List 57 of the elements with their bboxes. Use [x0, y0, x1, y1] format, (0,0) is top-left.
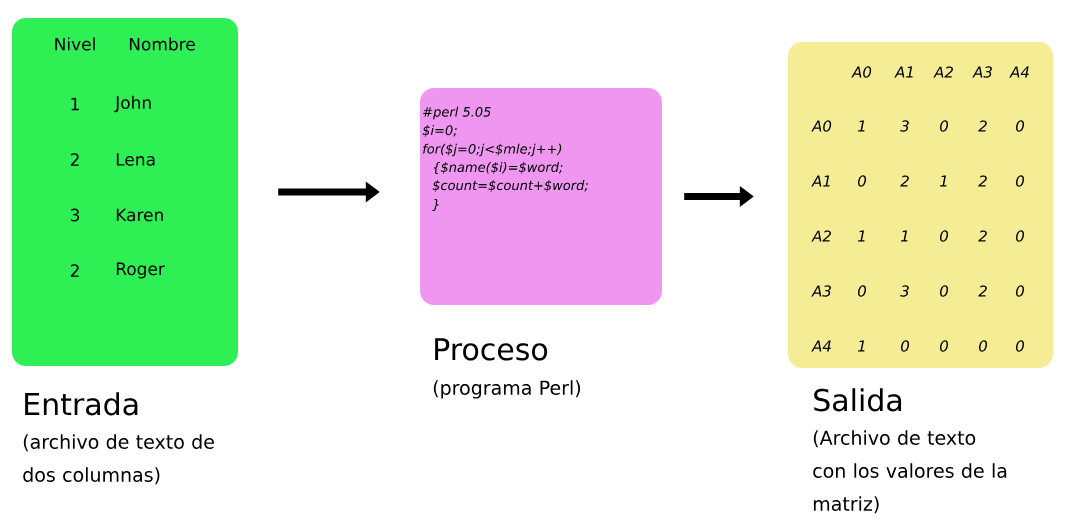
table-cell: Roger — [116, 262, 165, 279]
caption-text: (Archivo de texto con los valores de la matriz) — [813, 430, 1007, 514]
matrix-cell: 1 — [858, 340, 865, 352]
matrix-cell: 2 — [900, 175, 909, 187]
matrix-cell: 0 — [940, 230, 948, 242]
table-cell: Lena — [116, 153, 155, 166]
row-header: A4 — [811, 340, 831, 352]
code-line: #perl 5.05 — [423, 106, 491, 120]
code-line: {$name($i)=$word; — [433, 162, 563, 174]
matrix-cell: 0 — [940, 340, 948, 352]
matrix-cell: 1 — [940, 175, 947, 187]
matrix-cell: 0 — [1016, 340, 1024, 352]
table-cell: Karen — [116, 208, 163, 222]
column-header: A3 — [972, 66, 992, 78]
row-header: A1 — [811, 175, 830, 187]
matrix-cell: 0 — [940, 120, 948, 132]
row-header: A3 — [811, 285, 831, 297]
caption-text: (programa Perl) — [433, 380, 581, 399]
matrix-cell: 1 — [858, 120, 865, 132]
column-header: Nivel — [55, 37, 95, 51]
matrix-cell: 0 — [979, 340, 987, 352]
matrix-cell: 1 — [901, 230, 908, 242]
row-header: A0 — [811, 120, 832, 132]
code-line: $i=0; — [422, 125, 457, 137]
matrix-cell: 3 — [900, 120, 909, 132]
matrix-cell: 0 — [1016, 230, 1024, 242]
table-cell: John — [114, 95, 151, 113]
matrix-cell: 3 — [900, 285, 909, 297]
column-header: A4 — [1009, 66, 1029, 78]
code-line: for($j=0;j<$mle;j++) — [423, 143, 562, 157]
matrix-cell: 2 — [978, 230, 987, 242]
matrix-cell: 2 — [978, 175, 987, 187]
column-header: Nombre — [129, 37, 195, 51]
table-cell: 1 — [71, 97, 79, 111]
caption-heading: Entrada — [25, 392, 138, 416]
matrix-cell: 0 — [858, 285, 866, 297]
code-line: } — [432, 199, 439, 211]
table-cell: 2 — [70, 153, 79, 166]
matrix-cell: 2 — [978, 120, 987, 132]
table-cell: 3 — [70, 208, 80, 222]
column-header: A1 — [894, 66, 913, 78]
row-header: A2 — [811, 230, 831, 242]
matrix-cell: 0 — [1016, 120, 1024, 132]
column-header: A2 — [933, 66, 953, 78]
matrix-cell: 0 — [858, 175, 866, 187]
matrix-cell: 0 — [940, 285, 948, 297]
table-cell: 2 — [70, 264, 79, 277]
caption-text: (archivo de texto de dos columnas) — [23, 434, 214, 485]
matrix-cell: 0 — [1016, 175, 1024, 187]
caption-heading: Salida — [814, 388, 902, 412]
caption-heading: Proceso — [435, 338, 548, 361]
matrix-cell: 0 — [1016, 285, 1024, 297]
matrix-cell: 1 — [858, 230, 865, 242]
code-line: $count=$count+$word; — [432, 180, 588, 192]
matrix-cell: 0 — [901, 340, 909, 352]
column-header: A0 — [851, 66, 872, 78]
matrix-cell: 2 — [978, 285, 987, 297]
